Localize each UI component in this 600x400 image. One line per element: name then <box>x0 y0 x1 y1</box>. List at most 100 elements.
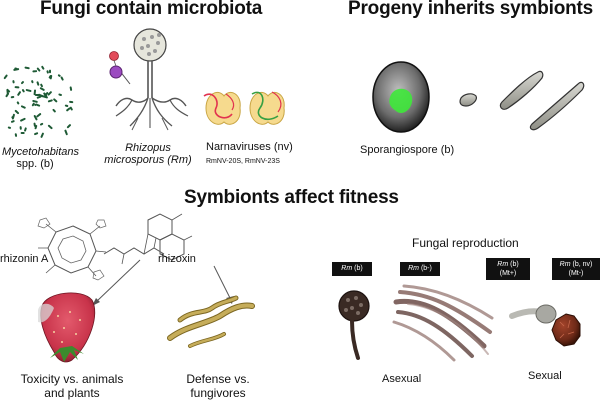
bacterium-rod <box>47 99 53 103</box>
germinating-spore-2 <box>499 70 544 110</box>
bacterium-rod <box>25 89 32 92</box>
sexual-brown-zygospore <box>551 313 581 347</box>
mycetohabitans-suffix: spp. (b) <box>16 158 54 170</box>
nematode-worms <box>167 295 255 348</box>
tag-rm-b-mt-plus: Rm (b) (Mt+) <box>486 258 530 280</box>
bacterium-rod <box>20 105 26 109</box>
germinating-spore-3 <box>529 81 585 131</box>
sexual-gray-gametangium <box>535 304 557 324</box>
germinating-spores <box>459 70 585 131</box>
bacterium-rod <box>36 81 40 86</box>
bacterium-rod <box>21 89 25 93</box>
rhizopus-red-balloon <box>109 51 119 61</box>
bacterium-rod <box>3 74 8 80</box>
rhizopus-sporangium <box>133 28 167 62</box>
mycetohabitans-name: Mycetohabitans <box>2 146 80 158</box>
bacterium-rod <box>31 102 35 107</box>
bacterium-rod <box>12 80 15 84</box>
bacterium-rod <box>47 91 52 96</box>
bacterium-rod <box>69 86 73 91</box>
bacterium-rod <box>41 65 45 70</box>
bacterium-rod <box>14 109 20 115</box>
mycetohabitans-label: Mycetohabitans spp. (b) <box>2 146 80 170</box>
bacterium-rod <box>24 66 30 70</box>
asexual-sporangium <box>338 290 370 360</box>
narnaviruses-label: Narnaviruses (nv) <box>206 141 293 153</box>
rhizonin-a-molecule <box>37 217 107 281</box>
bacterium-rod <box>66 124 71 129</box>
section-title-fitness: Symbionts affect fitness <box>184 187 399 208</box>
bacterium-rod <box>47 124 53 130</box>
strawberry-leaves <box>50 346 84 362</box>
asexual-hyphae-bundle <box>392 284 494 362</box>
bacterium-rod <box>39 87 45 91</box>
bacterium-rod <box>16 101 20 105</box>
bacterium-rod <box>31 80 34 84</box>
bacterium-rod <box>7 126 11 129</box>
strawberry-icon <box>38 292 96 363</box>
bacterium-rod <box>20 131 25 135</box>
bacterium-rod <box>6 88 9 95</box>
bacterium-rod <box>33 115 38 121</box>
bacterium-rod <box>53 98 58 103</box>
asexual-label: Asexual <box>382 373 422 385</box>
bacterium-rod <box>38 93 44 98</box>
bacterium-rod <box>10 120 15 123</box>
bacterium-rod <box>19 126 22 130</box>
tag-rm-b-minus: Rm (b-) <box>400 262 440 276</box>
rhizonin-label: rhizonin A <box>0 253 49 265</box>
bacterium-rod <box>66 107 71 112</box>
bacterium-rod <box>52 108 56 113</box>
section-title-microbiota: Fungi contain microbiota <box>40 0 263 19</box>
bacterium-rod <box>57 74 61 77</box>
bacterium-rod <box>34 124 38 130</box>
tag-rm-b-nv-mt-minus: Rm (b, nv) (Mt-) <box>552 258 600 280</box>
bacterium-rod <box>14 86 20 89</box>
bacterium-rod <box>34 103 38 106</box>
bacterium-rod <box>34 132 39 136</box>
sporangiospore-drawing <box>372 61 430 133</box>
rhizoxin-label: rhizoxin <box>158 253 196 265</box>
sexual-zygospore <box>509 304 581 347</box>
bacterium-rod <box>39 122 44 126</box>
narnavirus-cell-1 <box>203 92 241 125</box>
bacterium-rod <box>20 117 26 122</box>
rhizopus-purple-structure <box>109 65 123 79</box>
bacterium-rod <box>69 100 74 104</box>
toxicity-label: Toxicity vs. animals and plants <box>4 372 140 400</box>
bacterium-rod <box>32 70 38 73</box>
toxicity-line2: and plants <box>44 386 100 400</box>
narnavirus-infected-cells <box>203 91 285 125</box>
bacterium-rod <box>64 104 69 107</box>
bacterium-rod <box>49 69 51 74</box>
bacterium-rod <box>48 75 52 79</box>
rhizopus-label: Rhizopus microsporus (Rm) <box>100 142 196 166</box>
bacterium-rod <box>40 132 44 138</box>
sporangiospore-green-bacteria <box>389 88 413 114</box>
rhizoxin-molecule <box>103 213 193 265</box>
bacterium-rod <box>36 113 42 118</box>
bacterium-rod <box>14 67 18 70</box>
bacterium-rod <box>46 70 49 74</box>
bacterium-rod <box>36 67 41 72</box>
toxicity-line1: Toxicity vs. animals <box>20 372 124 386</box>
bacterium-rod <box>17 91 21 96</box>
germinating-spore-1 <box>459 93 477 107</box>
sporangiospore-label: Sporangiospore (b) <box>360 144 455 156</box>
fungal-reproduction-title: Fungal reproduction <box>412 236 519 250</box>
bacterium-rod <box>10 95 15 99</box>
rhizopus-name-line2: microsporus ( <box>104 154 171 166</box>
narnaviruses-strains: RmNV-20S, RmNV-23S <box>206 158 280 165</box>
defense-line1: Defense vs. <box>186 372 250 386</box>
bacterium-rod <box>58 93 62 97</box>
bacterium-rod <box>40 83 43 88</box>
bacterium-rod <box>21 81 24 85</box>
bacterium-rod <box>64 129 68 136</box>
rhizopus-abbr: Rm <box>170 154 189 166</box>
narnavirus-cell-2 <box>249 91 285 125</box>
mycetohabitans-bacteria-cluster <box>3 65 74 138</box>
sexual-label: Sexual <box>528 370 562 382</box>
bacterium-rod <box>24 127 27 132</box>
tag-rm-b: Rm (b) <box>332 262 372 276</box>
rhizopus-name-line1: Rhizopus <box>125 142 171 154</box>
